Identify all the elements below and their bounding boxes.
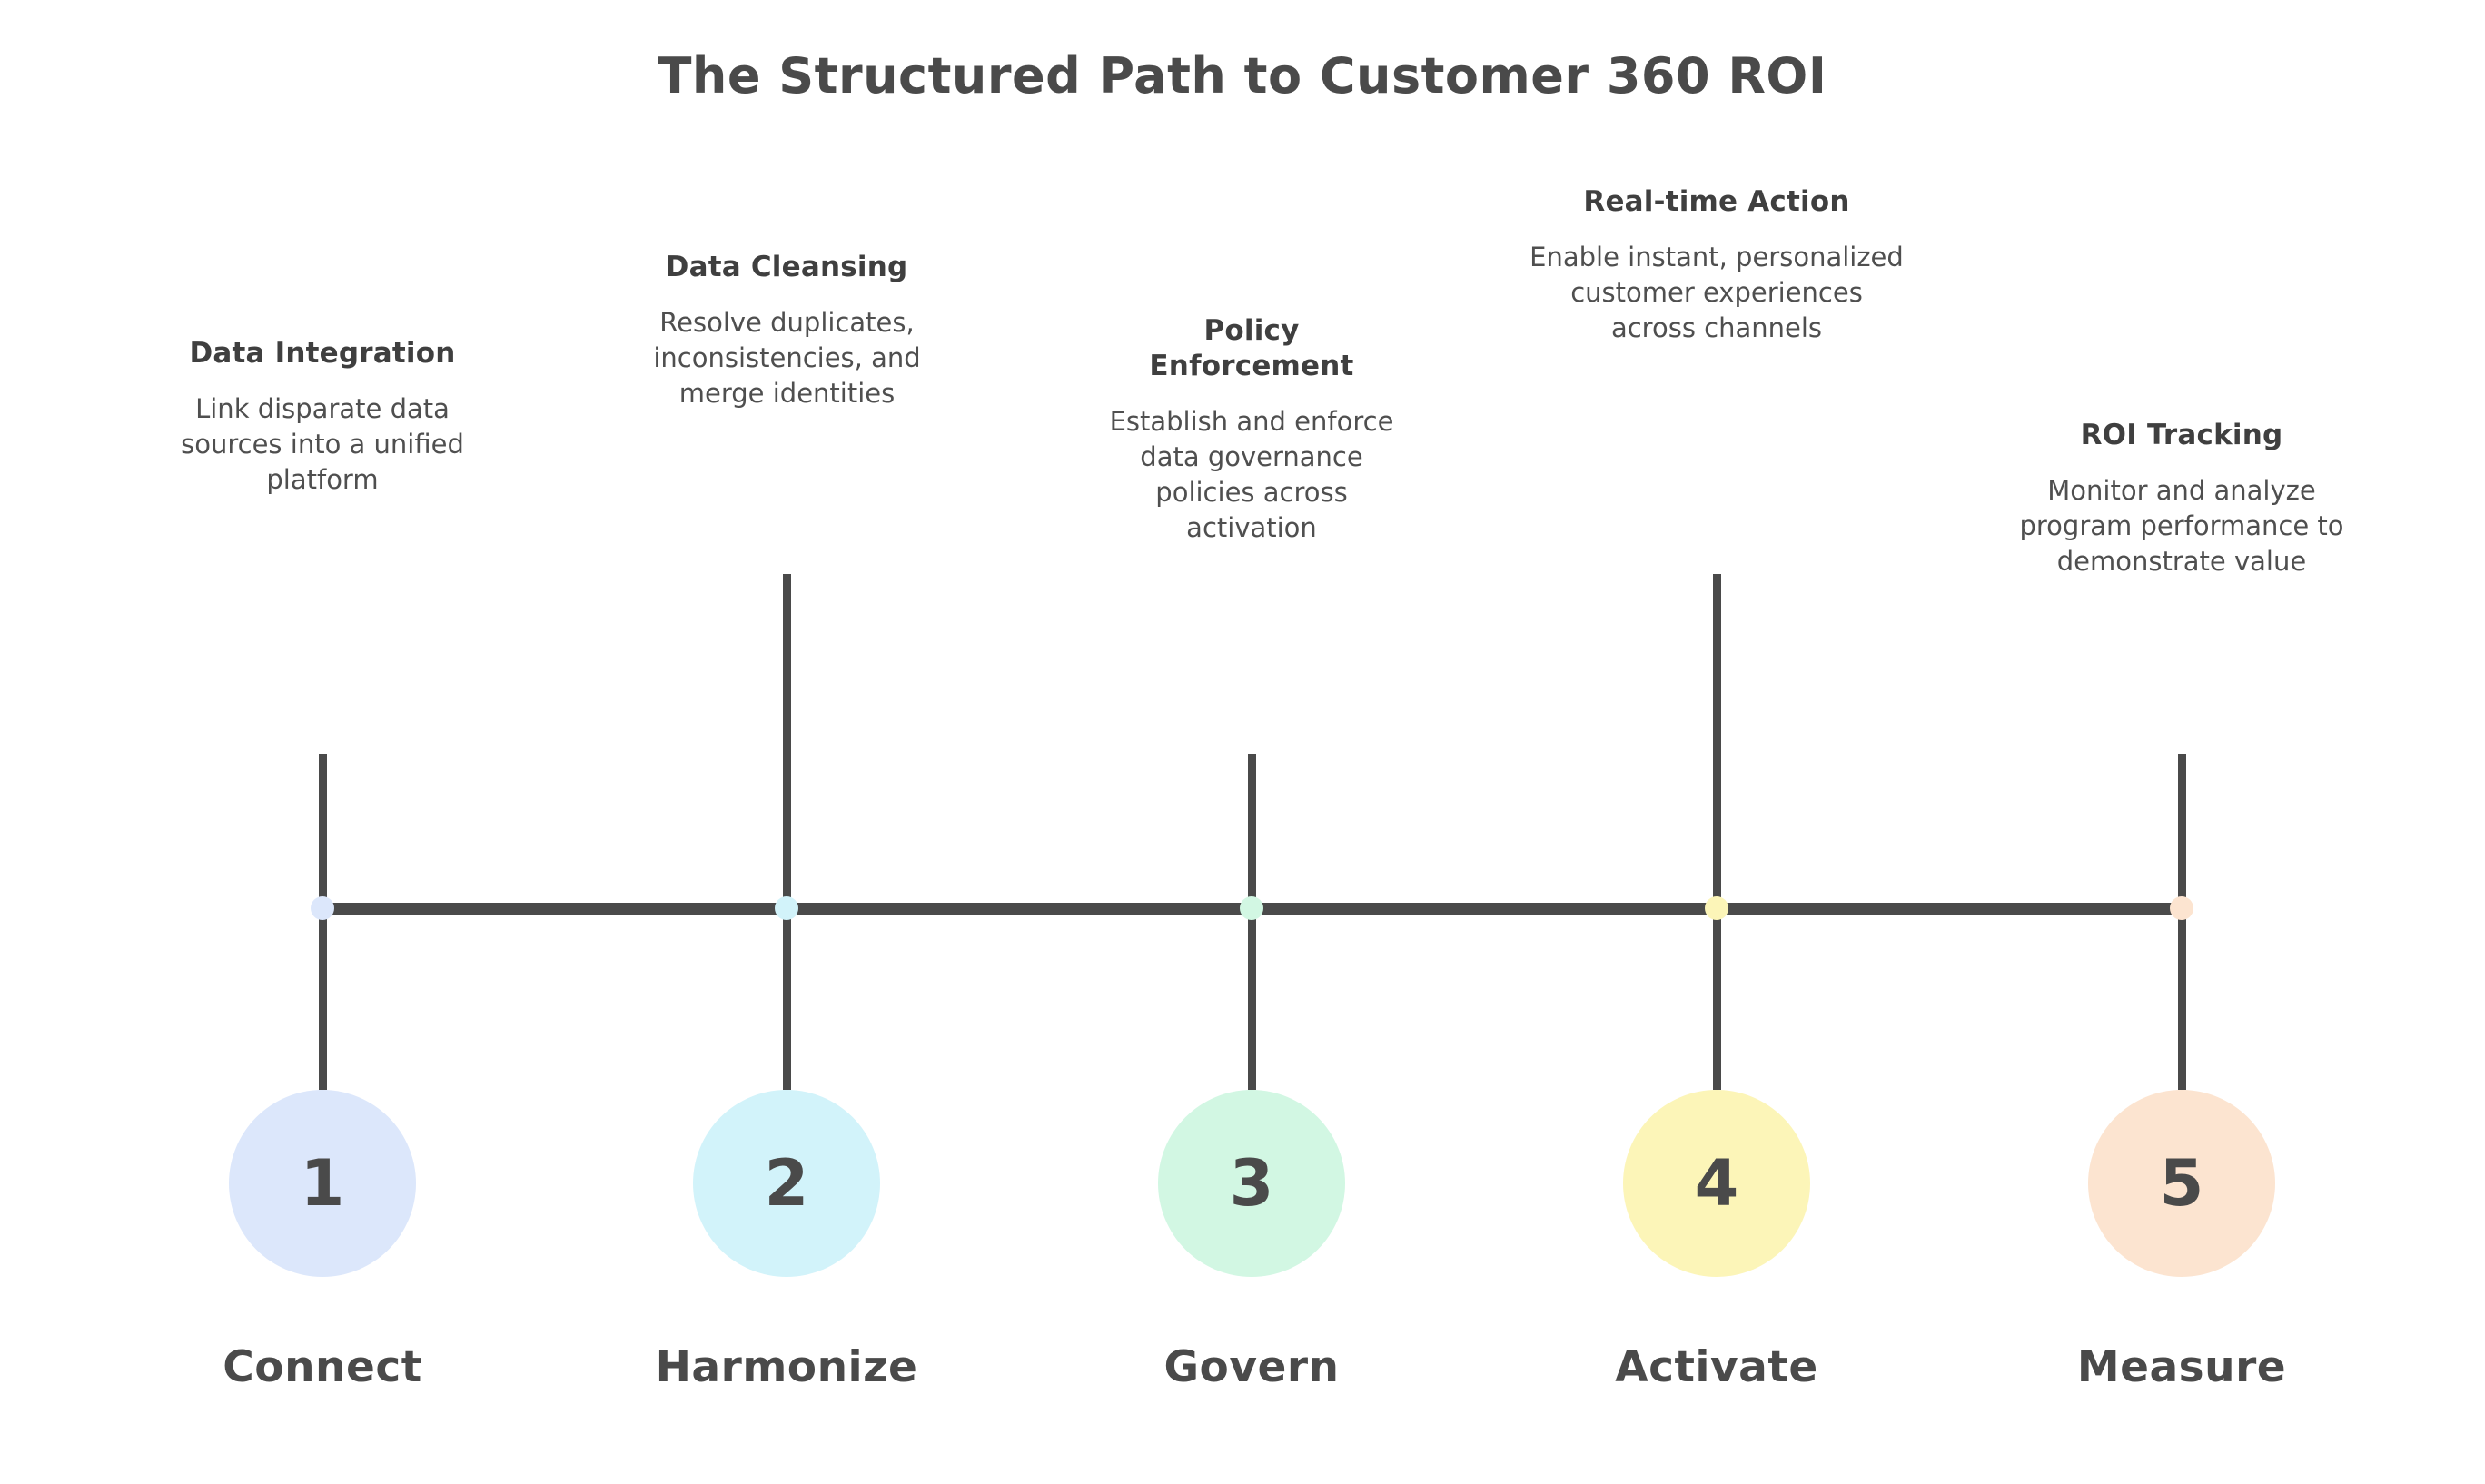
milestone-phase-label-1: Connect [223, 1342, 422, 1392]
milestone-phase-label-5: Measure [2076, 1342, 2287, 1392]
milestone-info-block-5: ROI Tracking Monitor and analyze program… [2000, 418, 2363, 579]
milestone-number-circle-4[interactable]: 4 [1623, 1090, 1810, 1277]
milestone-axis-dot-3 [1240, 896, 1263, 920]
milestone-stem-down-4 [1713, 915, 1721, 1090]
milestone-phase-label-2: Harmonize [655, 1342, 918, 1392]
milestone-description-1: Link disparate data sources into a unifi… [181, 392, 464, 496]
milestone-heading-3: Policy Enforcement [1149, 314, 1354, 382]
milestone-number-circle-5[interactable]: 5 [2088, 1090, 2275, 1277]
milestone-heading-1: Data Integration [189, 337, 456, 370]
milestone-stem-up-4 [1713, 574, 1721, 903]
milestone-info-block-4: Real-time Action Enable instant, persona… [1530, 184, 1904, 346]
milestone-number-5: 5 [2159, 1146, 2204, 1221]
milestone-axis-dot-5 [2170, 896, 2193, 920]
milestone-stem-up-1 [319, 754, 327, 903]
milestone-stem-down-5 [2178, 915, 2186, 1090]
milestone-number-1: 1 [300, 1146, 345, 1221]
milestone-stem-down-2 [783, 915, 791, 1090]
milestone-description-2: Resolve duplicates, inconsistencies, and… [653, 306, 921, 410]
milestone-info-block-1: Data Integration Link disparate data sou… [141, 336, 504, 498]
milestone-number-circle-2[interactable]: 2 [693, 1090, 880, 1277]
milestone-number-2: 2 [764, 1146, 809, 1221]
page-title: The Structured Path to Customer 360 ROI [658, 47, 1827, 104]
milestone-number-circle-3[interactable]: 3 [1158, 1090, 1345, 1277]
milestone-description-4: Enable instant, personalized customer ex… [1530, 241, 1904, 344]
milestone-description-5: Monitor and analyze program performance … [2019, 474, 2344, 578]
milestone-phase-label-3: Govern [1163, 1342, 1340, 1392]
milestone-stem-down-1 [319, 915, 327, 1090]
milestone-info-block-2: Data Cleansing Resolve duplicates, incon… [605, 250, 968, 411]
milestone-number-circle-1[interactable]: 1 [229, 1090, 416, 1277]
milestone-description-3: Establish and enforce data governance po… [1109, 405, 1394, 543]
milestone-stem-up-5 [2178, 754, 2186, 903]
milestone-phase-label-4: Activate [1615, 1342, 1818, 1392]
milestone-stem-up-3 [1248, 754, 1256, 903]
milestone-stem-down-3 [1248, 915, 1256, 1090]
milestone-axis-dot-2 [775, 896, 798, 920]
milestone-heading-4: Real-time Action [1583, 185, 1850, 218]
milestone-number-4: 4 [1694, 1146, 1739, 1221]
milestone-info-block-3: Policy Enforcement Establish and enforce… [1070, 313, 1433, 546]
milestone-number-3: 3 [1229, 1146, 1274, 1221]
milestone-heading-2: Data Cleansing [665, 251, 908, 283]
milestone-axis-dot-4 [1705, 896, 1728, 920]
milestone-axis-dot-1 [311, 896, 334, 920]
milestone-stem-up-2 [783, 574, 791, 903]
milestone-heading-5: ROI Tracking [2080, 419, 2283, 451]
